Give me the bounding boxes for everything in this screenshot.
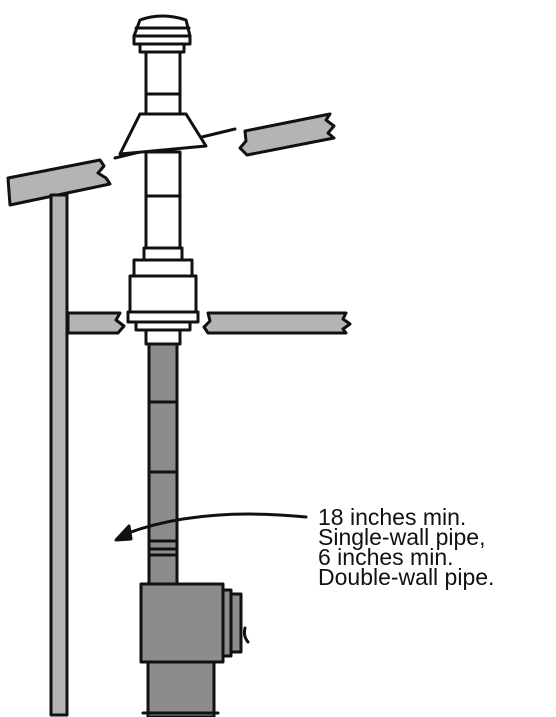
ceiling-right-section	[202, 311, 352, 335]
clearance-label-line3: 6 inches min.	[318, 544, 454, 570]
upper-chimney-pipe	[144, 50, 182, 116]
roof-flashing	[118, 112, 208, 156]
clearance-label: 18 inches min. Single-wall pipe, 6 inche…	[318, 504, 495, 590]
wood-stove	[139, 582, 250, 717]
stove-pipe	[147, 342, 179, 586]
roof-left-section	[6, 158, 112, 207]
ceiling-support-box	[126, 258, 200, 332]
pipe-adapter	[144, 328, 182, 346]
clearance-arrow	[114, 512, 308, 542]
clearance-label-line4: Double-wall pipe.	[318, 564, 495, 590]
roof-right-section	[238, 112, 336, 157]
lower-chimney-pipe	[142, 150, 184, 262]
wall-post	[49, 193, 69, 717]
chimney-cap	[132, 14, 192, 54]
clearance-label-line1: 18 inches min.	[318, 504, 467, 530]
ceiling-left-section	[66, 311, 126, 335]
clearance-label-line2: Single-wall pipe,	[318, 524, 486, 550]
